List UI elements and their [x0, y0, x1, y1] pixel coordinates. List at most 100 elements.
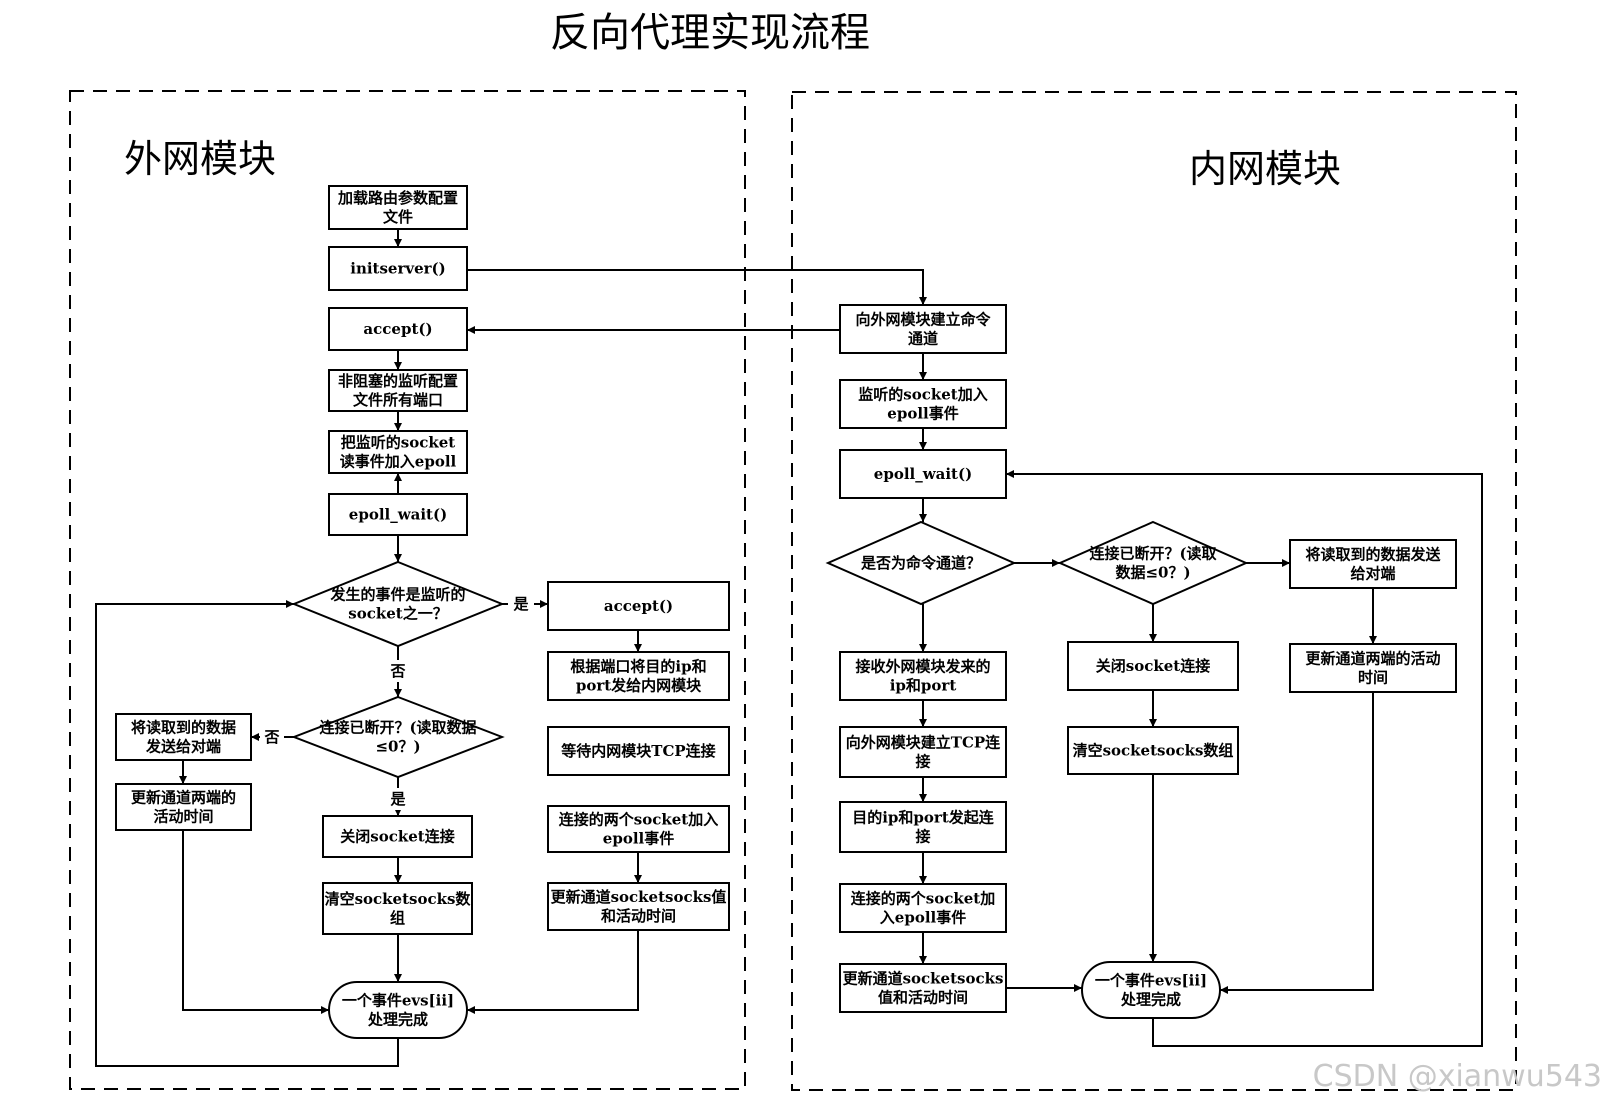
outer-module-title: 外网模块 [124, 137, 276, 181]
node-label-line: 和活动时间 [601, 907, 676, 925]
node-label-line: 处理完成 [1120, 991, 1181, 1009]
node-o-clear-socks: 清空socketsocks数组 [322, 882, 473, 935]
terminal-shape [328, 981, 468, 1039]
node-label-line: epoll事件 [603, 830, 674, 848]
process-shape [547, 581, 730, 631]
node-label-line: 非阻塞的监听配置 [338, 372, 458, 390]
node-label-line: 清空socketsocks数组 [1073, 742, 1234, 760]
node-i-epoll-wait: epoll_wait() [839, 449, 1007, 499]
process-shape [547, 726, 730, 776]
decision-shape [825, 520, 1017, 606]
node-o-event-done: 一个事件evs[ii]处理完成 [328, 981, 468, 1039]
node-label-line: initserver() [350, 260, 445, 278]
watermark: CSDN @xianwu543 [1313, 1059, 1602, 1094]
node-label-line: 通道 [908, 330, 938, 348]
node-label-line: accept() [604, 597, 673, 615]
node-label-line: epoll事件 [887, 405, 958, 423]
node-label-line: 接收外网模块发来的 [855, 658, 990, 676]
edge-label-no: 否 [263, 728, 279, 746]
node-label-line: 文件所有端口 [353, 391, 443, 409]
process-shape [839, 801, 1007, 853]
node-label-line: ≤0？) [375, 738, 420, 756]
node-label-line: 一个事件evs[ii] [1095, 972, 1207, 990]
node-label-line: 活动时间 [153, 808, 213, 826]
node-label-line: epoll_wait() [874, 465, 972, 483]
node-o-epoll-wait: epoll_wait() [328, 493, 468, 536]
edge-label-yes: 是 [389, 790, 406, 808]
edges-layer [95, 229, 1483, 1067]
node-label-line: 入epoll事件 [880, 909, 966, 927]
node-o-close-socket: 关闭socket连接 [322, 815, 473, 858]
process-shape [328, 493, 468, 536]
node-label-line: 读事件加入epoll [340, 453, 457, 471]
process-shape [547, 805, 730, 853]
node-label-line: 文件 [383, 208, 413, 226]
node-label-line: 发生的事件是监听的 [329, 586, 465, 604]
node-label-line: 清空socketsocks数 [325, 890, 472, 908]
node-label-line: 加载路由参数配置 [337, 189, 458, 207]
node-o-accept-cmd: accept() [328, 307, 468, 351]
node-label-line: 时间 [1358, 669, 1388, 687]
node-label-line: 更新通道socketsocks [843, 970, 1004, 988]
process-shape [1289, 539, 1457, 589]
node-label-line: 数据≤0？) [1115, 564, 1190, 582]
node-label-line: ip和port [890, 677, 957, 695]
node-label-line: 是否为命令通道？ [860, 554, 981, 572]
node-label-line: 将读取到的数据 [131, 719, 236, 737]
process-shape [547, 651, 730, 701]
process-shape [328, 430, 468, 474]
process-shape [839, 883, 1007, 933]
node-i-close-socket: 关闭socket连接 [1067, 641, 1239, 691]
node-label-line: 向外网模块建立TCP连 [846, 734, 1001, 752]
node-o-initserver: initserver() [328, 246, 468, 291]
process-shape [547, 882, 730, 931]
process-shape [839, 449, 1007, 499]
edge-update-time-to-done [1220, 692, 1374, 994]
decision-shape [291, 560, 505, 648]
diagram-title: 反向代理实现流程 [550, 10, 870, 56]
node-label-line: 目的ip和port发起连 [852, 809, 995, 827]
process-shape [839, 379, 1007, 429]
node-i-is-cmd: 是否为命令通道？ [825, 520, 1017, 606]
node-label-line: 关闭socket连接 [1096, 657, 1210, 675]
node-label-line: 更新通道两端的 [131, 789, 236, 807]
node-label-line: 连接已断开？(读取 [1089, 545, 1217, 563]
node-label-line: 组 [390, 909, 405, 927]
inner-module-title: 内网模块 [1189, 147, 1341, 191]
node-label-line: 等待内网模块TCP连接 [561, 742, 715, 760]
process-shape [322, 815, 473, 858]
process-shape [839, 963, 1007, 1013]
node-label-line: accept() [363, 320, 432, 338]
outer-module-panel [69, 90, 746, 1090]
node-label-line: socket之一？ [348, 605, 447, 623]
decision-shape [291, 695, 505, 779]
edge-label-yes: 是 [512, 595, 529, 613]
edge-update-socks-to-done [467, 930, 639, 1014]
inner-module-panel [791, 91, 1517, 1091]
process-shape [1067, 641, 1239, 691]
process-shape [839, 726, 1007, 778]
node-label-line: port发给内网模块 [576, 677, 702, 695]
node-label-line: 值和活动时间 [878, 989, 968, 1007]
node-i-event-done: 一个事件evs[ii]处理完成 [1081, 961, 1221, 1019]
node-label-line: 监听的socket加入 [858, 386, 987, 404]
edge-label-no: 否 [389, 662, 405, 680]
node-label-line: 接 [915, 753, 930, 771]
node-label-line: 把监听的socket [341, 434, 456, 452]
node-label-line: 连接的两个socket加 [851, 890, 995, 908]
terminal-shape [1081, 961, 1221, 1019]
node-label-line: epoll_wait() [349, 506, 447, 524]
